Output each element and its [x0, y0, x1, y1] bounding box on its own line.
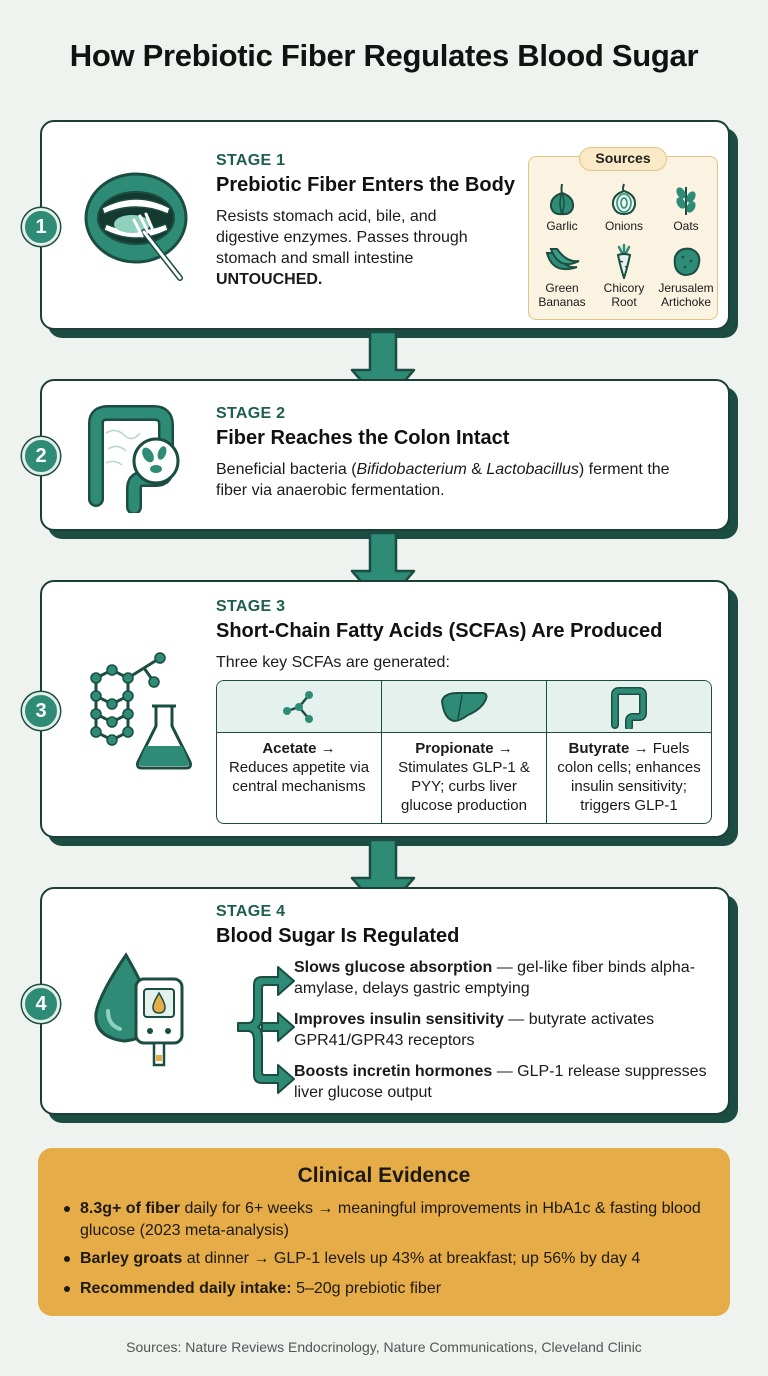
effect-description: — butyrate activates GPR41/GPR43 recepto…	[294, 1011, 655, 1049]
evidence-text: 5–20g prebiotic fiber	[291, 1280, 442, 1297]
bacteria-name: Lactobacillus	[486, 461, 579, 478]
source-item-jerusalem-artichoke: Jerusalem Artichoke	[655, 243, 717, 309]
liver-icon	[440, 691, 488, 722]
stage-description: Resists stomach acid, bile, and digestiv…	[216, 206, 496, 290]
evidence-item: 8.3g+ of fiber daily for 6+ weeks → mean…	[64, 1198, 720, 1242]
garlic-icon	[549, 183, 575, 216]
evidence-text: daily for 6+ weeks → meaningful improvem…	[80, 1200, 701, 1239]
glucose-meter-icon	[86, 951, 206, 1076]
source-label: Chicory Root	[603, 281, 645, 309]
bacteria-name: Bifidobacterium	[356, 461, 467, 478]
evidence-item: Barley groats at dinner → GLP-1 levels u…	[64, 1248, 720, 1270]
clinical-evidence-box: Clinical Evidence 8.3g+ of fiber daily f…	[38, 1148, 730, 1316]
evidence-title: Clinical Evidence	[297, 1164, 471, 1187]
stage-number-badge: 2	[22, 437, 60, 475]
stage-2-card: 2 STAGE 2 Fiber Reaches the Colon Intact…	[22, 379, 730, 531]
molecule-icon	[283, 690, 313, 723]
stage-label: STAGE 2	[216, 405, 286, 422]
stage-number-badge: 1	[22, 208, 60, 246]
evidence-text: at dinner → GLP-1 levels up 43% at break…	[182, 1250, 641, 1267]
scfa-column-butyrate: Butyrate → Fuels colon cells; enhances i…	[547, 681, 711, 823]
scfa-name: Acetate →	[262, 740, 336, 757]
sources-footer: Sources: Nature Reviews Endocrinology, N…	[126, 1339, 642, 1355]
sources-box: Sources Garlic Onions Oat	[528, 147, 718, 320]
effect-description: — gel-like fiber binds alpha-amylase, de…	[294, 959, 696, 997]
stage-description-text: ) ferment the fiber via anaerobic fermen…	[216, 461, 670, 499]
stage-description-text: &	[466, 461, 487, 478]
source-label: Onions	[604, 219, 644, 233]
oats-icon	[676, 187, 696, 215]
molecule-flask-icon	[76, 648, 196, 783]
scfa-name: Propionate →	[415, 740, 513, 757]
evidence-item: Recommended daily intake: 5–20g prebioti…	[64, 1278, 720, 1300]
artichoke-icon	[673, 247, 701, 277]
source-item-onions: Onions	[593, 181, 655, 233]
chicory-icon	[616, 243, 632, 279]
effect-title: Slows glucose absorption	[294, 959, 493, 976]
source-item-garlic: Garlic	[531, 181, 593, 233]
banana-icon	[545, 248, 580, 271]
stage-label: STAGE 4	[216, 903, 286, 920]
stage-label: STAGE 3	[216, 598, 286, 615]
scfa-intro: Three key SCFAs are generated:	[216, 654, 450, 671]
scfa-description: Stimulates GLP-1 & PYY; curbs liver gluc…	[398, 759, 530, 814]
effect-item: Slows glucose absorption — gel-like fibe…	[294, 957, 714, 999]
colon-icon	[611, 686, 647, 729]
stage-heading: Prebiotic Fiber Enters the Body	[216, 174, 515, 196]
stage-heading: Blood Sugar Is Regulated	[216, 925, 460, 947]
source-label: Oats	[673, 219, 699, 233]
effect-item: Improves insulin sensitivity — butyrate …	[294, 1009, 714, 1051]
source-item-green-bananas: Green Bananas	[531, 243, 593, 309]
source-label: Jerusalem Artichoke	[658, 281, 714, 309]
sources-title: Sources	[579, 147, 667, 171]
stage-description: Beneficial bacteria (Bifidobacterium & L…	[216, 459, 696, 501]
effect-title: Boosts incretin hormones	[294, 1063, 493, 1080]
effect-item: Boosts incretin hormones — GLP-1 release…	[294, 1061, 714, 1103]
onion-icon	[611, 183, 637, 216]
source-label: Garlic	[546, 219, 578, 233]
source-label: Green Bananas	[538, 281, 586, 309]
evidence-highlight: Recommended daily intake:	[80, 1280, 292, 1297]
stage-number-badge: 4	[22, 985, 60, 1023]
stage-description-text: Beneficial bacteria (	[216, 461, 357, 478]
stage-description-bold: UNTOUCHED.	[216, 271, 323, 288]
effect-title: Improves insulin sensitivity	[294, 1011, 504, 1028]
stage-1-card: 1 STAGE 1 Prebiotic Fiber Enters the Bod…	[22, 120, 730, 330]
stage-3-card: 3 STAGE 3 Short-Chain Fatty Acids (SCFAs…	[22, 580, 730, 838]
source-item-oats: Oats	[655, 181, 717, 233]
evidence-highlight: 8.3g+ of fiber	[80, 1200, 181, 1217]
scfa-description: Reduces appetite via central mechanisms	[228, 759, 370, 795]
scfa-name: Butyrate →	[568, 740, 649, 757]
stage-heading: Short-Chain Fatty Acids (SCFAs) Are Prod…	[216, 620, 663, 642]
stage-4-card: 4 STAGE 4 Blood Sugar Is Regulated Slows…	[22, 887, 730, 1115]
mouth-eating-icon	[82, 150, 194, 295]
stage-number-badge: 3	[22, 692, 60, 730]
evidence-highlight: Barley groats	[80, 1250, 183, 1267]
page-title: How Prebiotic Fiber Regulates Blood Suga…	[69, 38, 699, 73]
stage-label: STAGE 1	[216, 152, 286, 169]
stage-description-text: Resists stomach acid, bile, and digestiv…	[216, 208, 468, 267]
stage-heading: Fiber Reaches the Colon Intact	[216, 427, 510, 449]
colon-bacteria-icon	[82, 403, 182, 518]
scfa-column-propionate: Propionate → Stimulates GLP-1 & PYY; curb…	[382, 681, 547, 823]
effect-description: — GLP-1 release suppresses liver glucose…	[294, 1063, 707, 1101]
scfa-column-acetate: Acetate → Reduces appetite via central me…	[217, 681, 382, 823]
scfa-table: Acetate → Reduces appetite via central me…	[216, 680, 712, 824]
scfa-description: Fuels colon cells; enhances insulin sens…	[557, 740, 701, 814]
source-item-chicory-root: Chicory Root	[593, 243, 655, 309]
branch-arrows-icon	[234, 965, 296, 1100]
